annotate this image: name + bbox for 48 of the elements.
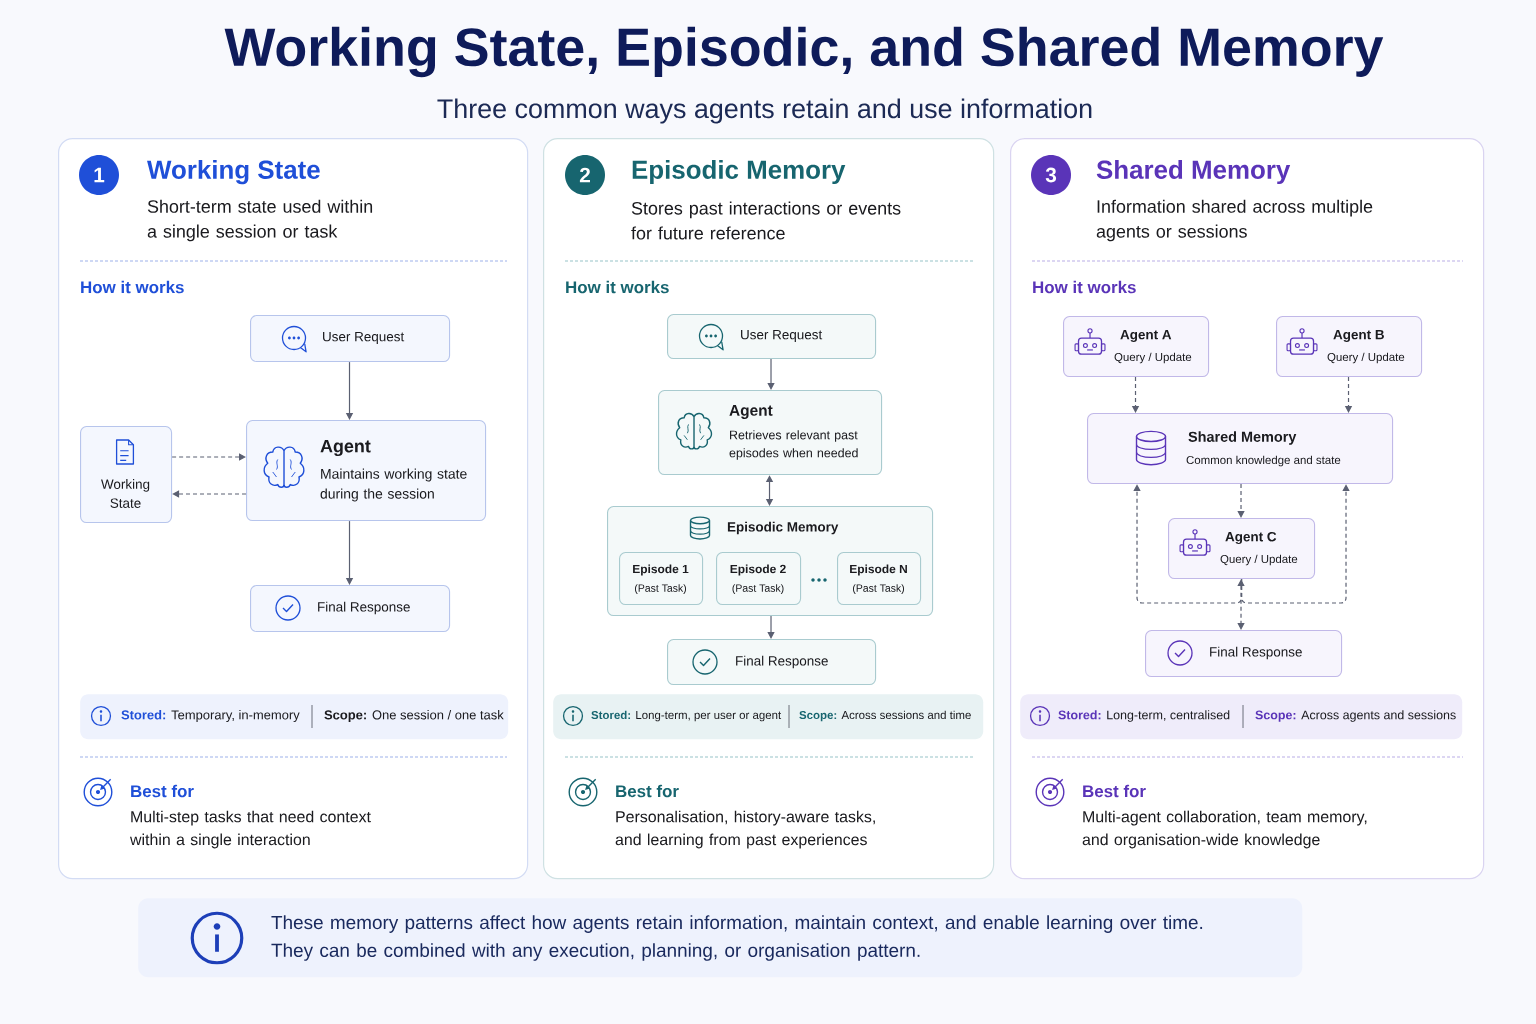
info-bar: Stored: Long-term, per user or agent Scope: Across sessions and time (553, 694, 984, 740)
title: Working State, Episodic, and Shared Memory (224, 26, 1384, 78)
number-badge: 1 (79, 155, 119, 195)
panel-description: Information shared across multiple agents or sessions (1096, 199, 1373, 242)
state-box: Working State (80, 426, 173, 524)
info-banner: These memory patterns affect how agents retain information, maintain context, and enable learning over time. They can be combined with any execution, planning, or organisation pattern. (138, 898, 1303, 978)
memory-box: Shared Memory Common knowledge and state (1087, 413, 1394, 485)
body-text: Multi-agent collaboration, team memory, and organisation-wide knowledge (1082, 810, 1367, 849)
agent-box: Agent Maintains working state during the session (246, 420, 487, 522)
dashed-arrow (1133, 484, 1243, 604)
arrow (765, 475, 774, 506)
response-box: Final Response (250, 585, 451, 633)
agent-box: Agent C Query / Update (1168, 518, 1316, 580)
section-heading: How it works (1033, 280, 1136, 294)
panel-description: Short-term state used within a single session or task (147, 199, 373, 242)
dashed-arrow (172, 490, 247, 498)
request-box: User Request (667, 314, 877, 360)
panel-title: Shared Memory (1096, 159, 1291, 185)
dashed-arrow (171, 453, 246, 461)
dashed-arrow (1240, 484, 1350, 604)
number-badge: 3 (1031, 155, 1071, 195)
dashed-arrow (1237, 483, 1245, 518)
section-heading: How it works (566, 280, 669, 294)
info-bar: Stored: Long-term, centralised Scope: Across agents and sessions (1020, 694, 1463, 740)
agent-box: Agent Retrieves relevant past episodes when needed (658, 390, 883, 476)
body-text: Personalisation, history-aware tasks, and learning from past experiences (615, 810, 875, 849)
response-box: Final Response (667, 639, 877, 686)
episode-box: Episode 2 (Past Task) (716, 552, 802, 606)
request-box: User Request (250, 315, 451, 363)
section-heading: Best for (1083, 784, 1146, 798)
body-text: Multi-step tasks that need context within a single interaction (130, 810, 371, 849)
section-heading: Best for (131, 784, 194, 798)
response-box: Final Response (1145, 630, 1343, 678)
arrow (767, 615, 775, 639)
subtitle: Three common ways agents retain and use information (437, 98, 1092, 124)
section-heading: Best for (616, 784, 679, 798)
agent-box: Agent B Query / Update (1276, 316, 1423, 378)
episode-box: Episode N (Past Task) (837, 552, 922, 606)
section-heading: How it works (81, 280, 184, 294)
panel-title: Working State (147, 159, 320, 185)
panel-title: Episodic Memory (632, 159, 846, 185)
episode-box: Episode 1 (Past Task) (619, 552, 704, 606)
arrow (767, 358, 775, 390)
info-bar: Stored: Temporary, in-memory Scope: One session / one task (80, 694, 509, 740)
number-badge: 2 (565, 155, 605, 195)
panel-description: Stores past interactions or events for future reference (631, 201, 901, 240)
dashed-arrow (1237, 579, 1245, 630)
agent-box: Agent A Query / Update (1063, 316, 1210, 378)
